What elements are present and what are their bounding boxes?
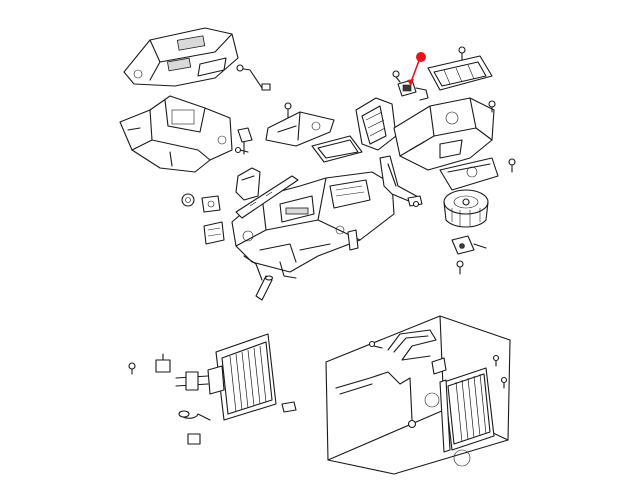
blend-door-housing [355,97,397,151]
expansion-valve [431,357,447,375]
blower-housing [393,97,495,171]
foam-strip [235,175,299,219]
drain-tube [255,275,274,301]
pipe-fitting-top [155,353,171,373]
defrost-duct [235,167,261,201]
outlet-grille [203,221,225,245]
upper-case-cover [123,27,239,87]
screw-mid-left [412,200,420,208]
actuator-motor[interactable] [397,79,429,101]
screw-box-top [368,340,383,349]
blower-motor [443,189,489,228]
clip [234,146,249,154]
screw-box-right-2 [500,376,508,389]
sensor-tube [347,229,359,251]
screw-top [458,46,466,61]
blower-resistor [451,235,487,255]
vacuum-actuator [181,193,221,213]
blower-motor-bracket [439,157,499,191]
lower-case-half [119,95,233,173]
linkage-rod [236,64,271,91]
small-cap [187,433,201,445]
screw-mid-right [508,158,516,173]
screw-bottom-left [128,362,136,375]
evaporator-core [439,367,495,453]
screw [284,102,292,119]
heater-core [207,333,277,421]
recirculation-inlet [427,55,493,91]
mode-door-duct [265,111,335,147]
heater-core-pipes [175,371,209,391]
screw-heater-core [281,401,297,413]
o-ring-callout-left [424,392,440,408]
screw-right [488,100,496,113]
air-filter-frame [311,135,363,163]
hose-clamp [178,410,211,421]
clip-left-of-motor [392,70,401,83]
highlight-marker [407,52,426,86]
o-ring-callout-bottom [453,449,471,467]
small-bracket [237,127,253,155]
heater-core-fins [229,345,267,413]
refrigerant-lines [335,329,437,429]
screw-box-right-1 [492,354,500,367]
screw-bottom-right [456,260,464,275]
